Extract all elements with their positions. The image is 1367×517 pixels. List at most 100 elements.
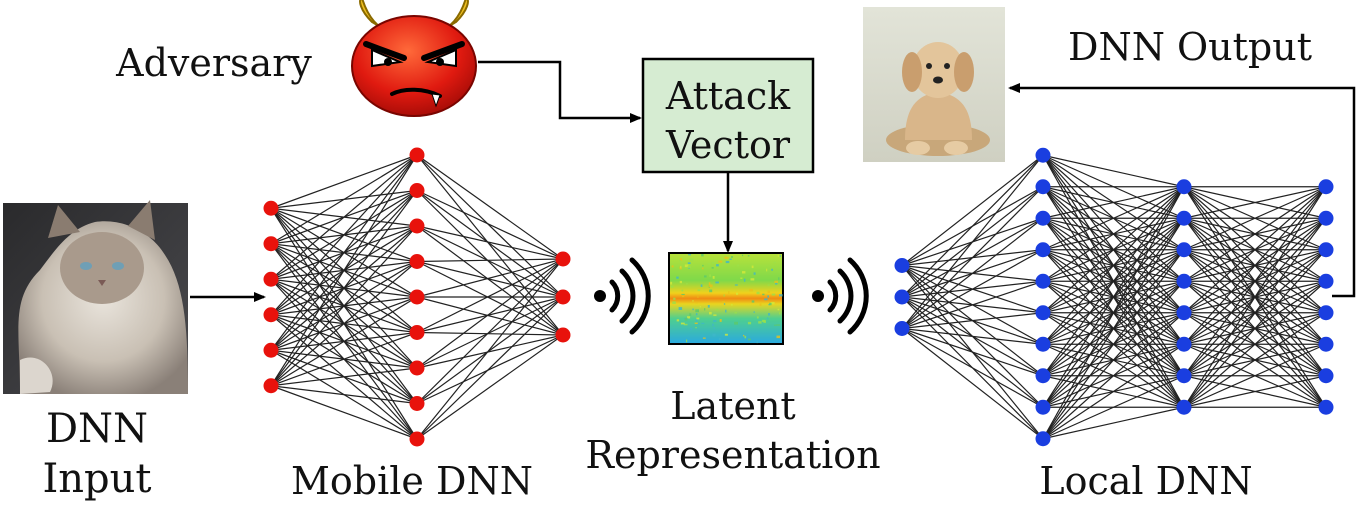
mobile-dnn-edge bbox=[416, 260, 564, 298]
local-dnn-edge bbox=[901, 154, 1044, 266]
local-dnn-edge bbox=[1042, 375, 1185, 440]
spectrogram-texture bbox=[676, 319, 680, 322]
mobile-dnn-node bbox=[409, 360, 425, 376]
mobile-dnn-edge bbox=[270, 154, 418, 316]
attack-vector-label-line2: Vector bbox=[665, 123, 791, 167]
local-dnn-node bbox=[1318, 210, 1334, 226]
spectrogram-texture bbox=[697, 296, 699, 298]
local-dnn-node bbox=[1035, 179, 1051, 195]
output-feedback-arrow bbox=[1008, 83, 1356, 298]
spectrogram-texture bbox=[680, 265, 682, 269]
mobile-dnn-nodes bbox=[263, 147, 571, 447]
local-dnn-edge bbox=[1042, 186, 1185, 251]
spectrogram-texture bbox=[701, 322, 705, 324]
puppy-photo-icon bbox=[863, 7, 1005, 162]
local-dnn-edge bbox=[1183, 312, 1327, 408]
spectrogram-texture bbox=[708, 282, 711, 285]
spectrogram-texture bbox=[747, 321, 752, 325]
spectrogram-texture bbox=[702, 267, 704, 270]
spectrogram-texture bbox=[773, 261, 776, 264]
spectrogram-texture bbox=[709, 311, 712, 315]
spectrogram-texture bbox=[670, 285, 674, 288]
local-dnn-edge bbox=[901, 154, 1044, 329]
local-dnn-node bbox=[894, 321, 910, 336]
local-dnn-node bbox=[1318, 336, 1334, 352]
spectrogram-texture bbox=[687, 316, 691, 319]
local-dnn-node bbox=[1035, 210, 1051, 226]
mobile-dnn-edge bbox=[416, 334, 564, 369]
spectrogram-texture bbox=[724, 256, 728, 259]
spectrogram-texture bbox=[707, 305, 710, 308]
spectrogram-texture bbox=[704, 275, 707, 278]
mobile-dnn-node bbox=[263, 236, 279, 252]
spectrogram-texture bbox=[762, 293, 765, 296]
local-dnn-edge bbox=[901, 327, 1044, 408]
local-dnn-node bbox=[894, 258, 910, 273]
spectrogram-texture bbox=[768, 313, 771, 316]
mobile-dnn-edge bbox=[270, 331, 418, 387]
spectrogram-texture bbox=[744, 335, 747, 339]
spectrogram-texture bbox=[683, 323, 688, 326]
local-dnn-node bbox=[1176, 273, 1192, 289]
spectrogram-texture bbox=[696, 317, 700, 320]
local-dnn-node bbox=[1318, 368, 1334, 384]
mobile-dnn-node bbox=[555, 327, 571, 343]
spectrogram-texture bbox=[686, 339, 688, 343]
mobile-dnn-label: Mobile DNN bbox=[291, 459, 533, 503]
spectrogram-texture bbox=[774, 324, 777, 326]
spectrogram-texture bbox=[766, 268, 768, 272]
dnn-output-label: DNN Output bbox=[1068, 25, 1312, 69]
devil-face-icon bbox=[351, 0, 477, 117]
mobile-dnn-node bbox=[263, 307, 279, 323]
spectrogram-texture bbox=[769, 302, 772, 306]
spectrogram-texture bbox=[748, 338, 751, 341]
mobile-dnn-edge bbox=[270, 225, 418, 387]
spectrogram-texture bbox=[724, 333, 728, 336]
mobile-dnn-edge bbox=[416, 225, 564, 336]
spectrogram-texture bbox=[694, 322, 698, 324]
spectrogram-texture bbox=[749, 288, 753, 292]
local-dnn-edge bbox=[1183, 186, 1327, 251]
spectrogram-texture bbox=[713, 314, 717, 316]
local-dnn-edge bbox=[1042, 186, 1185, 408]
mobile-dnn-node bbox=[409, 183, 425, 198]
local-dnn-edge bbox=[901, 186, 1044, 329]
wireless-signal-icon bbox=[812, 257, 869, 335]
local-dnn-node bbox=[1176, 179, 1192, 195]
mobile-dnn-edge bbox=[416, 258, 564, 440]
local-dnn-edge bbox=[1042, 217, 1185, 440]
spectrogram-texture bbox=[774, 280, 778, 283]
mobile-dnn-edge bbox=[416, 258, 564, 298]
mobile-dnn-node bbox=[409, 289, 425, 305]
mobile-dnn-edge bbox=[270, 154, 418, 280]
spectrogram-texture bbox=[709, 289, 713, 293]
spectrogram-texture bbox=[713, 327, 715, 329]
latent-label-line2: Representation bbox=[585, 433, 880, 477]
spectrogram-texture bbox=[723, 294, 725, 297]
spectrogram-texture bbox=[695, 313, 698, 316]
mobile-dnn-node bbox=[409, 325, 425, 340]
spectrogram-texture bbox=[686, 283, 688, 285]
spectrogram-texture bbox=[751, 265, 754, 269]
spectrogram-texture bbox=[740, 277, 743, 279]
spectrogram-texture bbox=[678, 307, 683, 310]
spectrogram-texture bbox=[761, 319, 765, 322]
spectrogram-texture bbox=[751, 300, 755, 303]
spectrogram-texture bbox=[737, 264, 739, 267]
spectrogram-texture bbox=[687, 262, 691, 264]
local-dnn-edge bbox=[1183, 186, 1327, 345]
mobile-dnn-edge bbox=[416, 334, 564, 405]
spectrogram-texture bbox=[688, 254, 691, 256]
spectrogram-texture bbox=[743, 334, 745, 337]
local-dnn-edge bbox=[1042, 406, 1185, 440]
local-dnn-edge bbox=[1183, 217, 1327, 408]
spectrogram-texture bbox=[731, 256, 733, 258]
local-dnn-node bbox=[1035, 399, 1051, 415]
spectrogram-texture bbox=[764, 298, 768, 301]
spectrogram-texture bbox=[718, 338, 721, 340]
spectrogram-texture bbox=[695, 319, 698, 322]
local-dnn-node bbox=[1318, 273, 1334, 289]
spectrogram-texture bbox=[775, 282, 778, 285]
local-dnn-edge bbox=[1183, 186, 1327, 314]
